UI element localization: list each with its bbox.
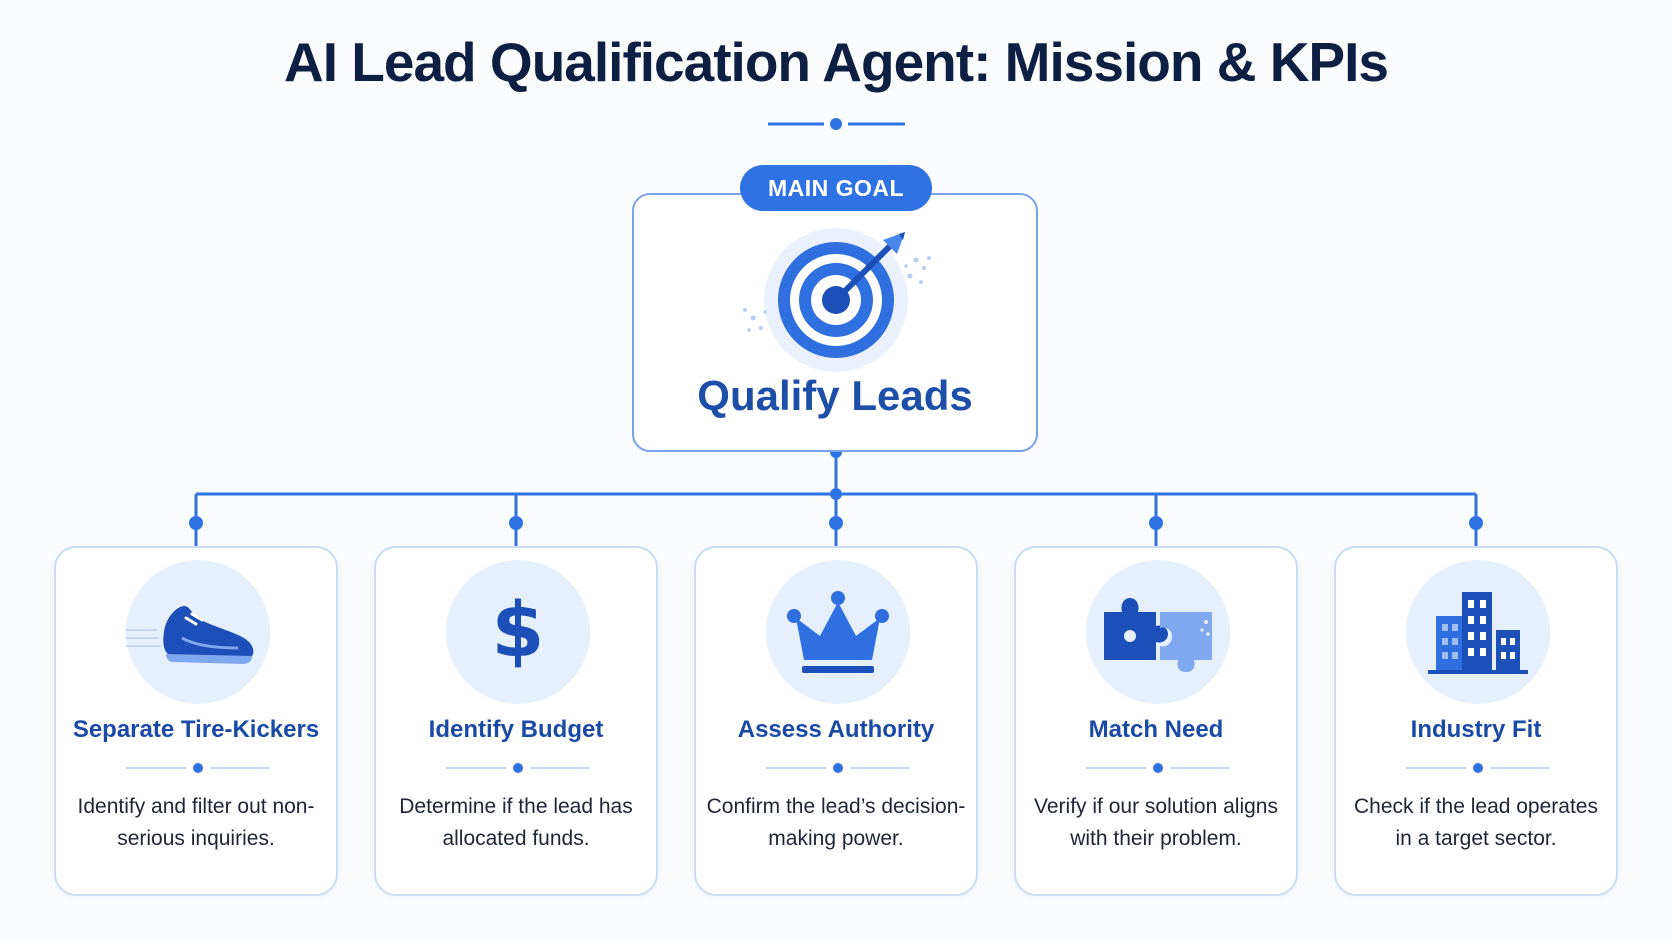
kpi-description: Determine if the lead has allocated fund… bbox=[399, 795, 633, 850]
kpi-title: Identify Budget bbox=[428, 716, 604, 743]
page-title: AI Lead Qualification Agent: Mission & K… bbox=[284, 31, 1389, 93]
kpi-card-match-need: Match Need Verify if our solution aligns… bbox=[1014, 546, 1298, 896]
kpi-card-identify-budget: $ Identify Budget Determine if the lead … bbox=[374, 546, 658, 896]
kpi-icon-circle bbox=[766, 560, 910, 704]
main-goal-label: Qualify Leads bbox=[697, 372, 973, 419]
main-goal-badge: MAIN GOAL bbox=[740, 165, 932, 211]
kpi-card-assess-authority: Assess Authority Confirm the lead’s deci… bbox=[694, 546, 978, 896]
kpi-description: Verify if our solution aligns with their… bbox=[1034, 795, 1278, 850]
kpi-description: Identify and filter out non-serious inqu… bbox=[77, 795, 315, 850]
kpi-divider bbox=[766, 763, 910, 773]
kpi-description: Check if the lead operates in a target s… bbox=[1354, 795, 1598, 850]
kpi-description: Confirm the lead’s decision-making power… bbox=[706, 795, 966, 850]
sneaker-icon bbox=[126, 606, 254, 664]
kpi-divider bbox=[1406, 763, 1550, 773]
kpi-icon-circle bbox=[1086, 560, 1230, 704]
buildings-icon bbox=[1428, 592, 1528, 674]
kpi-title: Separate Tire-Kickers bbox=[72, 716, 320, 743]
kpi-title: Assess Authority bbox=[737, 716, 935, 743]
kpi-divider bbox=[446, 763, 590, 773]
target-icon bbox=[743, 228, 931, 372]
kpi-card-industry-fit: Industry Fit Check if the lead operates … bbox=[1334, 546, 1618, 896]
title-divider-dot bbox=[830, 118, 842, 130]
kpi-icon-circle bbox=[1406, 560, 1550, 704]
puzzle-icon bbox=[1104, 598, 1212, 672]
kpi-icon-circle bbox=[126, 560, 270, 704]
kpi-divider bbox=[126, 763, 270, 773]
kpi-title: Industry Fit bbox=[1410, 716, 1542, 743]
svg-text:$: $ bbox=[492, 585, 545, 674]
kpi-title: Match Need bbox=[1088, 716, 1224, 743]
kpi-divider bbox=[1086, 763, 1230, 773]
dollar-icon: $ bbox=[492, 585, 545, 674]
crown-icon bbox=[787, 591, 889, 673]
kpi-card-separate-tire-kickers: Separate Tire-Kickers Identify and filte… bbox=[54, 546, 338, 896]
kpi-icon-circle: $ bbox=[446, 560, 590, 704]
